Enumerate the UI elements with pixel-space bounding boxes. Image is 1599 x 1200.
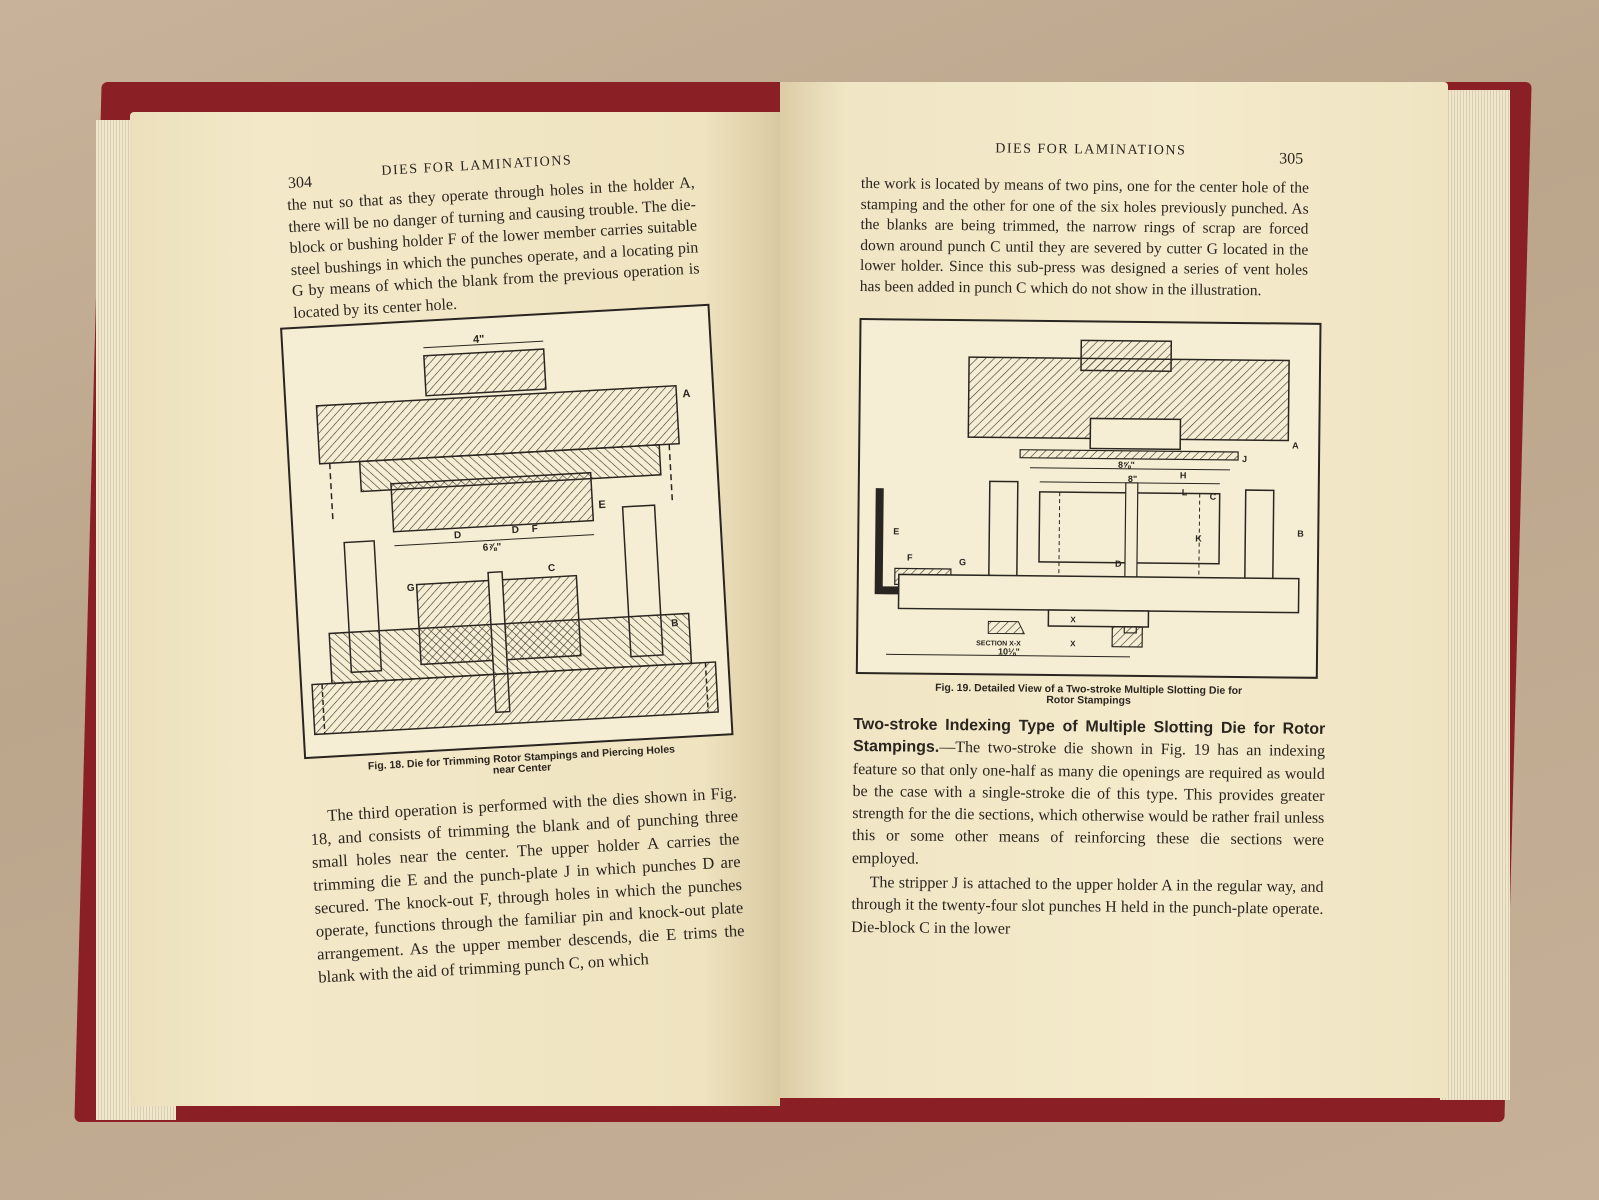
fig19-label-dim-8: 8"	[1128, 474, 1137, 484]
running-head-left: DIES FOR LAMINATIONS	[381, 153, 573, 179]
fig18-label-d2: D	[511, 525, 519, 536]
fig19-label-j: J	[1242, 454, 1247, 464]
running-head-right: DIES FOR LAMINATIONS	[995, 141, 1187, 159]
fig19-label-dim-bottom: 10⅛"	[998, 646, 1020, 656]
fig19-label-e: E	[893, 526, 899, 536]
fig19-label-l: L	[1182, 487, 1188, 497]
figure-19-drawing: A J 8⅝" H 8" L C	[874, 339, 1304, 658]
fig19-label-x2: X	[1070, 639, 1076, 648]
fig18-label-f: F	[531, 524, 538, 535]
fig19-label-k: K	[1195, 534, 1202, 544]
left-paragraph-2: The third operation is performed with th…	[309, 781, 747, 989]
right-page-content: DIES FOR LAMINATIONS 305 the work is loc…	[851, 82, 1340, 937]
page-number-left: 304	[287, 173, 313, 193]
fig19-label-c: C	[1210, 492, 1217, 502]
fig18-label-dim-mid: 6⅞"	[482, 542, 501, 554]
fig19-label-g: G	[959, 557, 966, 567]
fig19-label-section: SECTION X-X	[976, 640, 1021, 647]
fig18-label-g: G	[407, 583, 416, 594]
left-paragraph-2-text: The third operation is performed with th…	[310, 783, 745, 987]
figure-19-caption: Fig. 19. Detailed View of a Two-stroke M…	[883, 682, 1293, 708]
fig18-label-e: E	[598, 499, 606, 511]
figure-18: 4" A E D 6⅞" D F G C B	[280, 303, 734, 760]
fig18-label-a: A	[682, 388, 691, 400]
right-section: Two-stroke Indexing Type of Multiple Slo…	[851, 714, 1325, 944]
right-intro-paragraph: the work is located by means of two pins…	[860, 174, 1309, 302]
fig19-label-b: B	[1297, 529, 1304, 539]
figure-18-drawing: 4" A E D 6⅞" D F G C B	[311, 333, 719, 736]
fig19-label-h: H	[1180, 470, 1187, 480]
left-intro-paragraph: the nut so that as they operate through …	[287, 172, 702, 324]
fig19-label-x1: X	[1070, 615, 1076, 624]
page-edges-right	[1440, 90, 1510, 1100]
fig19-label-a: A	[1292, 441, 1299, 451]
right-section-paragraph: Two-stroke Indexing Type of Multiple Slo…	[852, 714, 1326, 875]
right-intro-text: the work is located by means of two pins…	[859, 175, 1310, 299]
fig19-label-dim-h: 8⅝"	[1118, 460, 1135, 470]
fig19-label-f: F	[907, 553, 913, 563]
left-intro-text: the nut so that as they operate through …	[286, 174, 700, 322]
fig18-label-dim-top: 4"	[473, 333, 485, 346]
fig18-label-c: C	[548, 563, 556, 574]
right-page: DIES FOR LAMINATIONS 305 the work is loc…	[780, 82, 1448, 1098]
fig18-label-d1: D	[454, 530, 462, 541]
figure-19: A J 8⅝" H 8" L C	[855, 318, 1322, 679]
fig19-label-d: D	[1115, 559, 1122, 569]
left-page: 304 DIES FOR LAMINATIONS the nut so that…	[130, 112, 780, 1106]
section-paragraph-text: —The two-stroke die shown in Fig. 19 has…	[851, 739, 1326, 868]
right-paragraph-3: The stripper J is attached to the upper …	[851, 874, 1324, 938]
page-number-right: 305	[1279, 150, 1304, 168]
